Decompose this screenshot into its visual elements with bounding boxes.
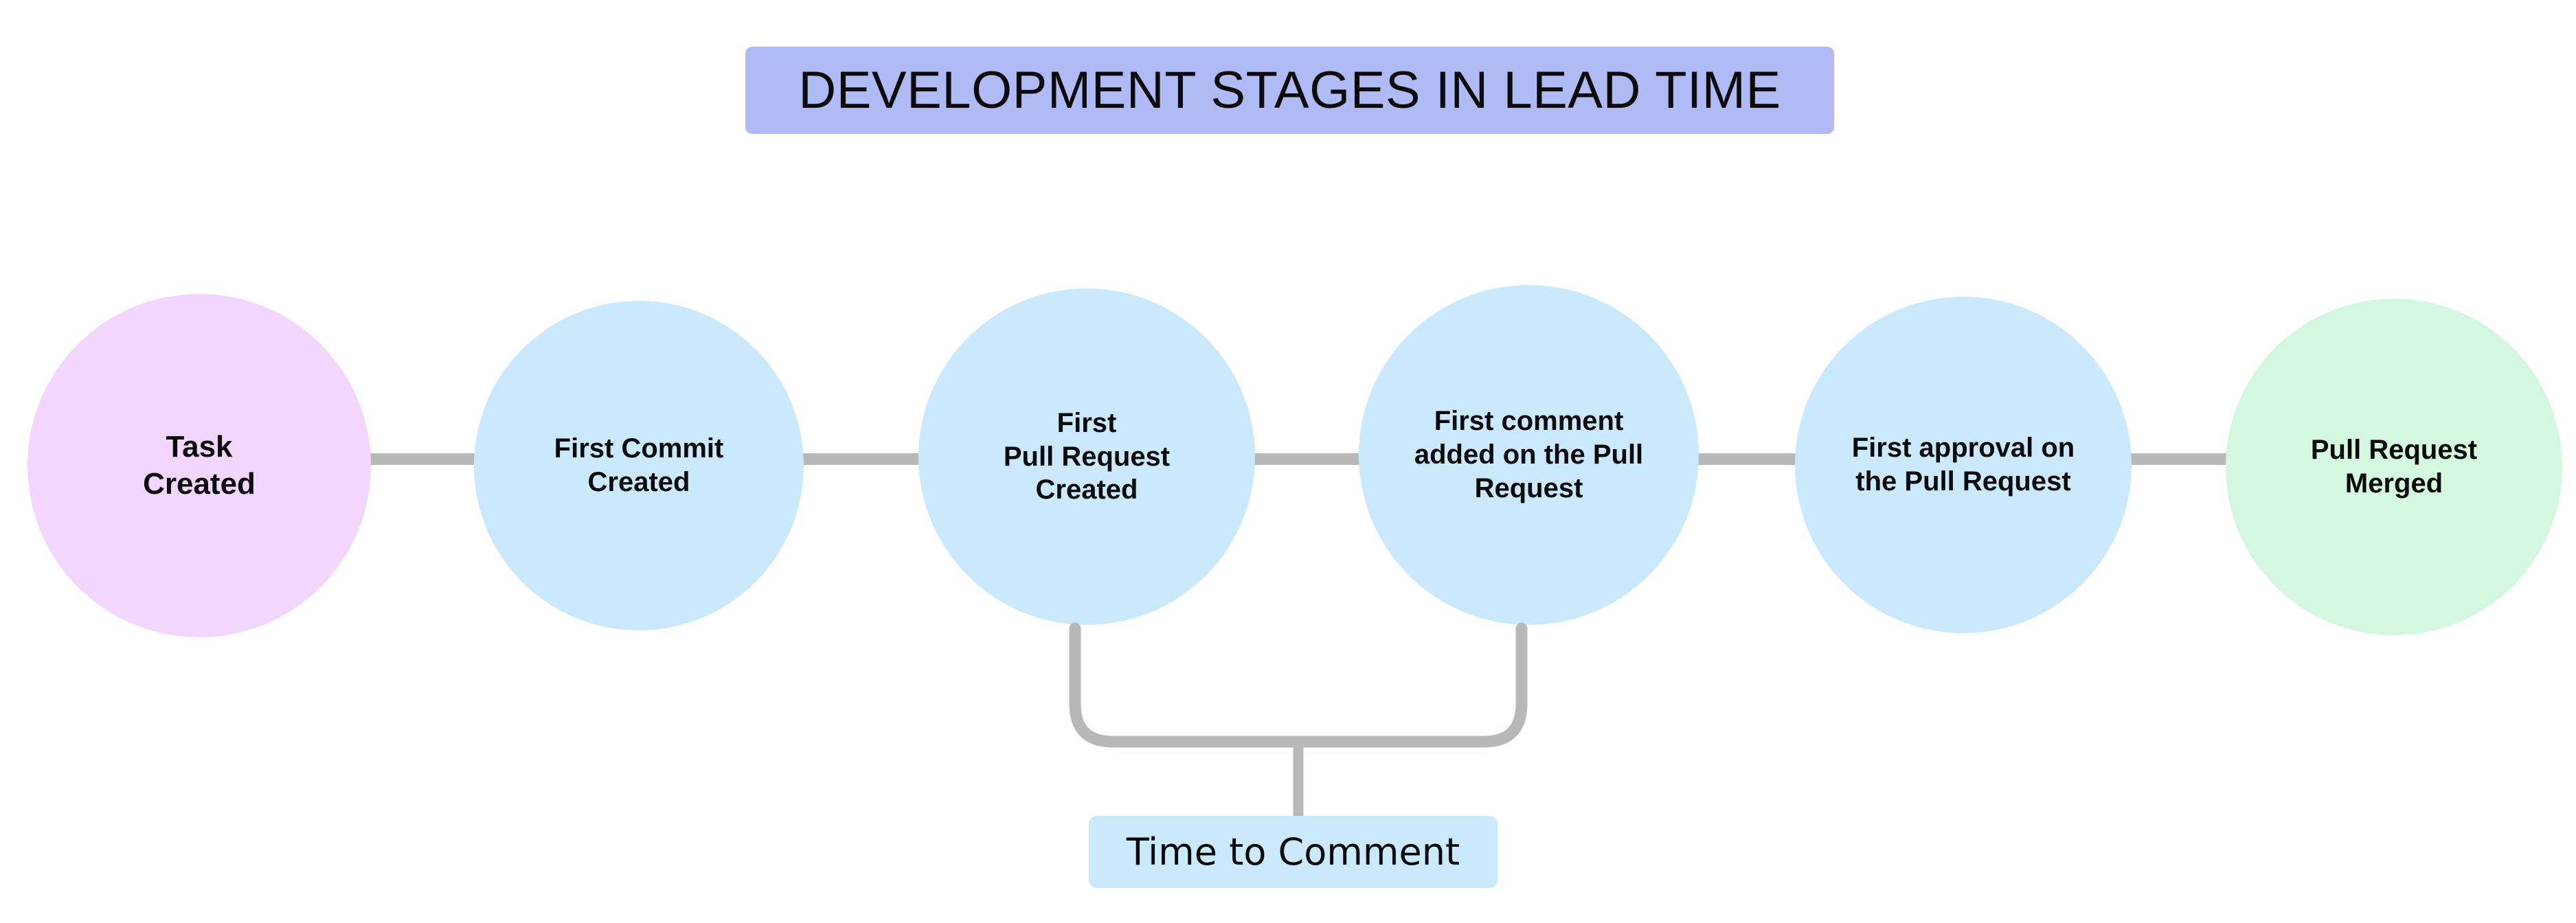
diagram-title-box: DEVELOPMENT STAGES IN LEAD TIME	[745, 47, 1834, 134]
connector-approval-to-merged	[2119, 453, 2239, 465]
connector-task-to-commit	[357, 453, 488, 465]
stage-label-first-approval: First approval on the Pull Request	[1851, 433, 2075, 497]
annotation-bracket	[1069, 622, 1528, 817]
stage-label-pull-request-merged: Pull Request Merged	[2310, 435, 2478, 499]
diagram-title-text: DEVELOPMENT STAGES IN LEAD TIME	[798, 60, 1781, 119]
stage-first-comment-added[interactable]: First comment added on the Pull Request	[1359, 285, 1699, 625]
stage-first-approval[interactable]: First approval on the Pull Request	[1795, 297, 2132, 633]
stage-label-task-created: Task Created	[143, 430, 256, 501]
stage-label-first-commit-created: First Commit Created	[554, 433, 724, 497]
annotation-label-time-to-comment: Time to Comment	[1126, 830, 1460, 874]
stage-label-first-pull-request-created: First Pull Request Created	[1003, 407, 1171, 505]
connector-comment-to-approval	[1686, 453, 1807, 465]
stage-task-created[interactable]: Task Created	[27, 294, 371, 637]
connector-pr-to-comment	[1240, 453, 1370, 465]
annotation-time-to-comment[interactable]: Time to Comment	[1089, 816, 1498, 888]
bracket-path	[1069, 622, 1528, 748]
stage-first-pull-request-created[interactable]: First Pull Request Created	[918, 288, 1255, 625]
stage-label-first-comment-added: First comment added on the Pull Request	[1414, 406, 1644, 503]
connector-commit-to-pr	[793, 453, 927, 465]
stage-pull-request-merged[interactable]: Pull Request Merged	[2226, 299, 2562, 635]
stage-first-commit-created[interactable]: First Commit Created	[474, 301, 804, 630]
